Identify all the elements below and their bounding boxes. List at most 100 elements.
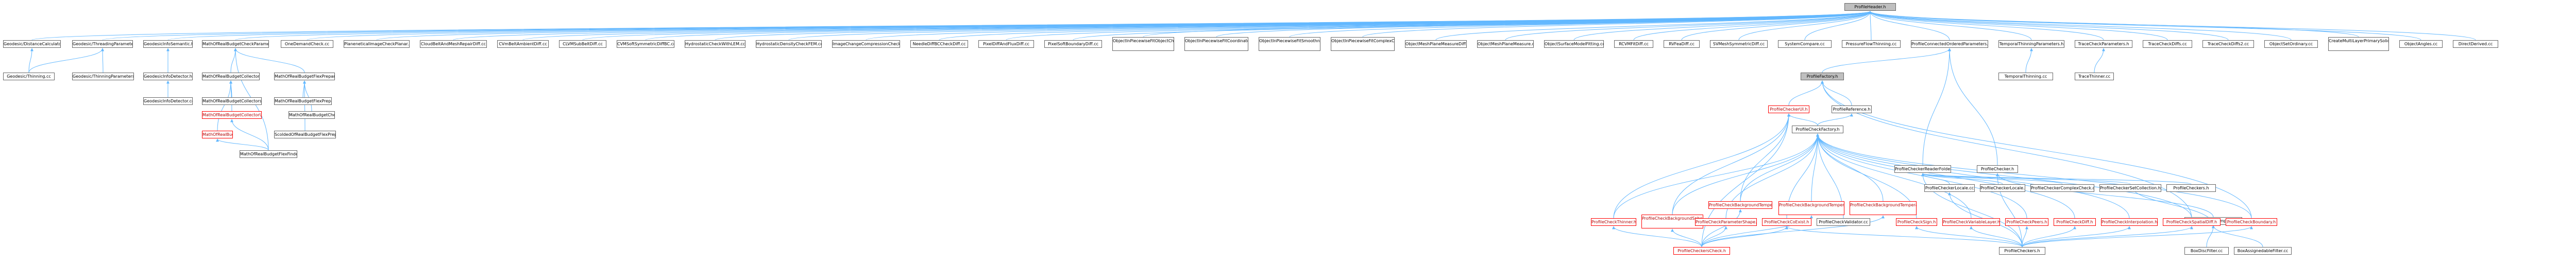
graph-node[interactable]: CVMSoftSymmetricDiffBC.cc xyxy=(617,40,674,48)
graph-node[interactable]: ObjectInPiecewiseFitCoordinateCheck.cc xyxy=(1184,37,1248,51)
graph-edge xyxy=(102,11,1872,41)
graph-node[interactable]: CLVMSubBeltDiff.cc xyxy=(559,40,606,48)
graph-edge xyxy=(1921,173,2003,185)
graph-node[interactable]: ProfileCheckSign.h xyxy=(1896,218,1937,226)
graph-node[interactable]: ProfileCheckersCheck.h xyxy=(1673,247,1730,255)
graph-node[interactable]: ImageChangeCompressionCheck.cc xyxy=(832,40,900,48)
graph-node[interactable]: Geodesic/DistanceCalculator.h xyxy=(3,40,61,48)
graph-node[interactable]: PressureFlowThinning.cc xyxy=(1842,40,1901,48)
graph-node[interactable]: ProfileCheckBackgroundTemperatureGradien… xyxy=(1850,201,1917,215)
graph-node[interactable]: ProfileCheckValidator.cc xyxy=(1817,218,1870,226)
graph-node[interactable]: TraceCheckDiffs.cc xyxy=(2143,40,2192,48)
graph-node[interactable]: ObjectSurfaceModelFitting.cc xyxy=(1544,40,1604,48)
graph-node[interactable]: ProfileCheckerComplexCheck.cc xyxy=(2030,184,2094,192)
graph-node[interactable]: TraceCheckParameters.h xyxy=(2075,40,2132,48)
graph-node[interactable]: ProfileCheckerReaderFolder.h xyxy=(1894,165,1951,173)
graph-node[interactable]: ObjectInPiecewiseFitSmoothnessProfile.cc xyxy=(1259,37,1320,51)
graph-node[interactable]: HydrostaticDensityCheckFEM.cc xyxy=(756,40,822,48)
graph-node[interactable]: ProfileFactory.h xyxy=(1801,73,1844,80)
graph-node[interactable]: CVmBeltAmbientDiff.cc xyxy=(497,40,549,48)
graph-node[interactable]: HydrostaticCheckWithLEM.cc xyxy=(685,40,745,48)
graph-node[interactable]: PlaneneticalImageCheckPlanar.cc xyxy=(344,40,410,48)
graph-node[interactable]: ProfileCheckInterpolation.h xyxy=(2101,218,2158,226)
graph-node[interactable]: TraceCheckDiffs2.cc xyxy=(2202,40,2254,48)
graph-node[interactable]: RCVMFitDiff.cc xyxy=(1614,40,1653,48)
graph-edge xyxy=(1143,11,1872,38)
graph-node[interactable]: NeedleDiffBCCheckDiff.cc xyxy=(910,40,968,48)
graph-node[interactable]: ProfileChecker.h xyxy=(1977,165,2018,173)
graph-node[interactable]: GeodesicInfoDetector.cc xyxy=(143,97,193,105)
graph-node[interactable]: SystemCompare.cc xyxy=(1778,40,1832,48)
graph-node[interactable]: ObjectAngles.cc xyxy=(2399,40,2443,48)
graph-node[interactable]: ProfileCheckParameterShape.h xyxy=(1695,218,1757,226)
graph-node: ProfileHeader.h xyxy=(1844,3,1896,11)
graph-edge xyxy=(1921,173,2192,185)
graph-edge xyxy=(303,80,312,112)
graph-edge xyxy=(1701,226,1788,248)
graph-node[interactable]: ObjectMeshPlaneMeasure.cc xyxy=(1477,40,1534,48)
graph-node[interactable]: PixelSoftBoundaryDiff.cc xyxy=(1044,40,1102,48)
graph-node[interactable]: ProfileCheckerSetCollection.h xyxy=(2099,184,2161,192)
graph-node[interactable]: Geodesic/ThinningParameters.cc xyxy=(72,73,134,80)
graph-node[interactable]: ProfileCheckers.h xyxy=(1999,247,2045,255)
graph-node[interactable]: ProfileCheckDiff.h xyxy=(2054,218,2096,226)
graph-node[interactable]: ProfileCheckBackgroundSphereDensity.h xyxy=(1641,215,1703,228)
graph-node[interactable]: MathOfRealBudgetCollectors.h xyxy=(202,131,233,138)
graph-node[interactable]: MathOfRealBudgetCollectors.cc xyxy=(202,97,262,105)
graph-node[interactable]: ProfileCheckPeers.h xyxy=(2005,218,2048,226)
graph-node[interactable]: PixelDiffAndFluxDiff.cc xyxy=(978,40,1034,48)
graph-edge xyxy=(1740,113,1790,202)
graph-node[interactable]: ObjectSetOrdinary.cc xyxy=(2264,40,2318,48)
graph-node[interactable]: BoxAssignedableFilter.cc xyxy=(2234,247,2292,255)
graph-node[interactable]: DirectDerived.cc xyxy=(2453,40,2498,48)
graph-node[interactable]: TemporalThinning.cc xyxy=(1998,73,2053,80)
graph-node[interactable]: ProfileCheckVariableLayer.h xyxy=(1942,218,2000,226)
graph-node[interactable]: ProfileCheckerUI.h xyxy=(1768,105,1809,113)
graph-node[interactable]: RVFeaDiff.cc xyxy=(1664,40,1700,48)
graph-node[interactable]: ProfileReference.h xyxy=(1832,105,1872,113)
graph-edge xyxy=(1821,80,2252,219)
graph-node[interactable]: ScoldedOfRealBudgetFlexPrepare.cc xyxy=(274,131,336,138)
graph-node[interactable]: ProfileCheckBackgroundTemperature.h xyxy=(1708,201,1772,209)
graph-node[interactable]: ObjectInPiecewiseFitObjectCheckDiff.cc xyxy=(1112,37,1174,51)
graph-node[interactable]: BoxDiscFilter.cc xyxy=(2184,247,2229,255)
graph-node[interactable]: ObjectInPiecewiseFitComplexCheckProfile.… xyxy=(1331,37,1395,51)
graph-node[interactable]: CloudBeltAndMeshRepairDiff.cc xyxy=(420,40,487,48)
graph-node[interactable]: Geodesic/ThreadingParameters.h xyxy=(72,40,133,48)
graph-edge xyxy=(1740,133,1819,202)
graph-node[interactable]: TemporalThinningParameters.h xyxy=(1998,40,2064,48)
graph-node[interactable]: MathOfRealBudgetCheck.cc xyxy=(289,111,335,119)
graph-node[interactable]: ProfileCheckSpatialDiff.h xyxy=(2163,218,2221,226)
graph-node[interactable]: TraceThinner.cc xyxy=(2075,73,2114,80)
graph-node[interactable]: CreateMultiLayerPrimarySolidAssem.cc xyxy=(2328,37,2389,51)
graph-edge xyxy=(1738,11,1872,41)
graph-node[interactable]: Geodesic/Thinning.cc xyxy=(3,73,55,80)
graph-node[interactable]: ProfileCheckerLocale.cc xyxy=(1924,184,1975,192)
graph-edge xyxy=(2022,226,2253,248)
graph-node[interactable]: ProfileCheckBackgroundTemperatureDensity… xyxy=(1778,201,1844,215)
graph-node[interactable]: ProfileConnectedOrderedParameters.h xyxy=(1911,40,1988,48)
graph-node[interactable]: MathOfRealBudgetFlexFinder.h xyxy=(240,150,297,158)
graph-edge xyxy=(1612,226,1702,248)
graph-node[interactable]: SVMeshSymmetricDiff.cc xyxy=(1710,40,1768,48)
graph-edge xyxy=(1817,113,1853,126)
graph-edge xyxy=(788,11,1872,41)
graph-node[interactable]: ProfileCheckThinner.h xyxy=(1591,218,1636,226)
graph-node[interactable]: ProfileCheckCoExist.h xyxy=(1762,218,1811,226)
graph-node[interactable]: OneDemandCheck.cc xyxy=(281,40,333,48)
graph-node[interactable]: ObjectMeshPlaneMeasureDiff.cc xyxy=(1405,40,1467,48)
graph-edge xyxy=(522,11,1872,41)
graph-node[interactable]: ProfileCheckBoundary.h xyxy=(2226,218,2277,226)
graph-node[interactable]: GeodesicInfoSemantic.h xyxy=(143,40,193,48)
graph-node[interactable]: MathOfRealBudgetCheckParameters.h xyxy=(202,40,269,48)
graph-node[interactable]: GeodesicInfoDetector.h xyxy=(143,73,193,80)
graph-edge xyxy=(1671,228,1702,248)
graph-node[interactable]: ProfileCheckers.h xyxy=(2166,184,2216,192)
graph-node[interactable]: MathOfRealBudgetFlexPrepare.cc xyxy=(274,97,332,105)
graph-node[interactable]: ProfileCheckFactory.h xyxy=(1792,126,1843,133)
graph-edge xyxy=(582,11,1872,41)
graph-node[interactable]: MathOfRealBudgetFlexPrepare.h xyxy=(274,73,335,80)
graph-node[interactable]: MathOfRealBudgetCollectorUI.h xyxy=(202,111,262,119)
graph-node[interactable]: ProfileCheckerLocale.h xyxy=(1980,184,2025,192)
graph-node[interactable]: MathOfRealBudgetCollectors.h xyxy=(202,73,260,80)
